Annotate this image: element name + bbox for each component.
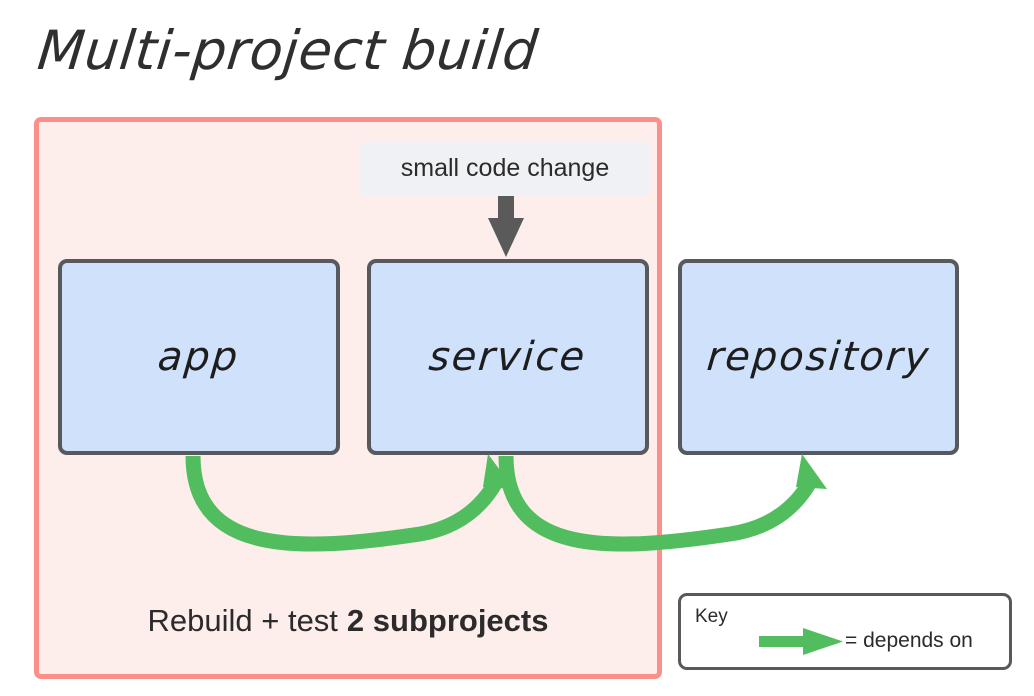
project-box-repository[interactable]: repository	[678, 259, 959, 455]
depends-on-arrow-icon	[759, 628, 843, 655]
project-box-app[interactable]: app	[58, 259, 340, 455]
scope-caption-strong: 2 subprojects	[346, 603, 549, 638]
key-title: Key	[695, 606, 728, 627]
project-box-service[interactable]: service	[367, 259, 649, 455]
scope-caption: Rebuild + test 2 subprojects	[34, 598, 662, 644]
key-legend-text: = depends on	[845, 629, 973, 652]
project-label-app: app	[156, 334, 242, 380]
key-legend-box: Key = depends on	[678, 593, 1012, 670]
change-label: small code change	[360, 142, 650, 195]
project-label-service: service	[427, 334, 589, 380]
project-label-repository: repository	[704, 334, 933, 380]
page-title: Multi-project build	[34, 19, 541, 82]
scope-caption-normal: Rebuild + test	[147, 603, 338, 638]
